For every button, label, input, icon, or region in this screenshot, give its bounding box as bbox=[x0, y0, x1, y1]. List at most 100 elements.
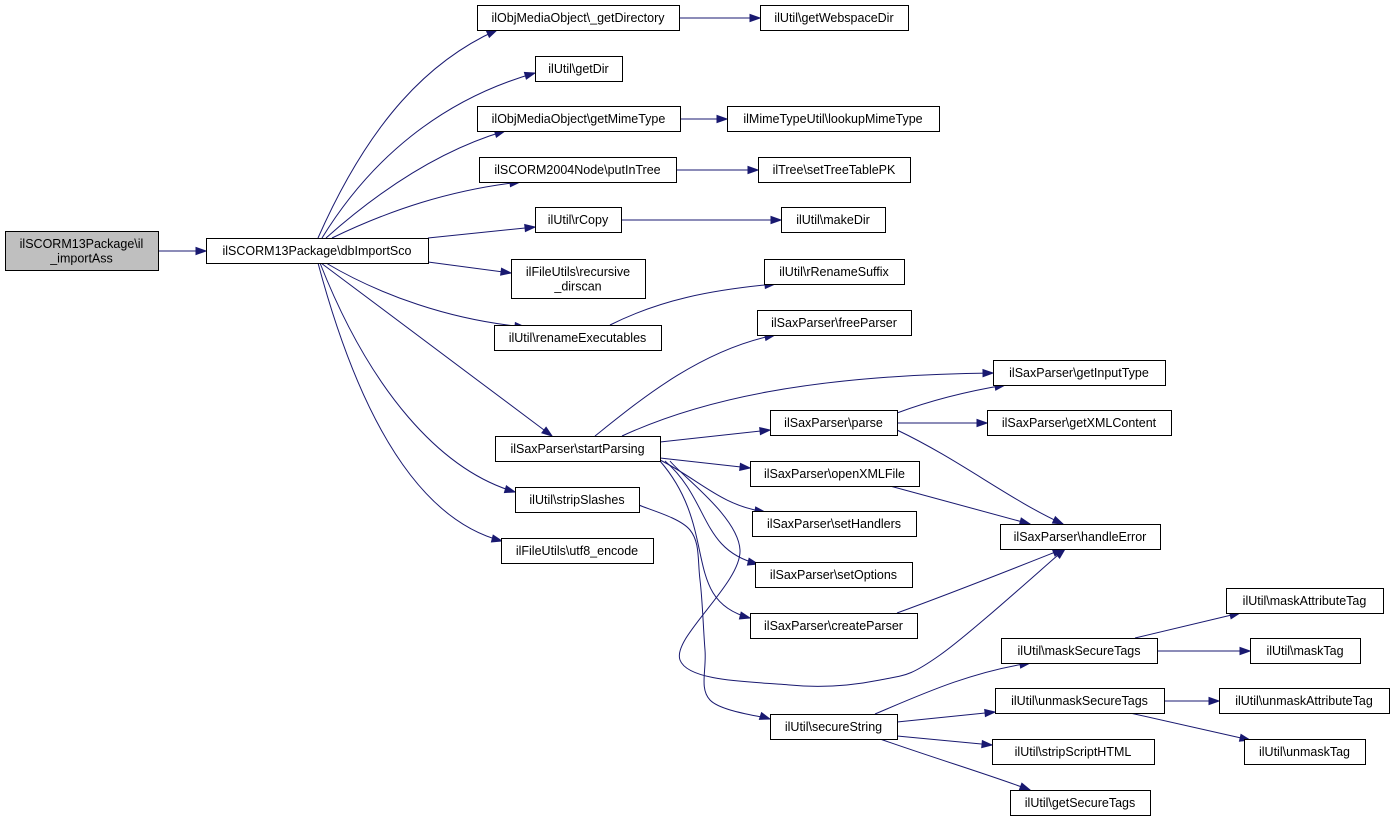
node-stripScriptHTML[interactable]: ilUtil\stripScriptHTML bbox=[992, 739, 1155, 765]
edge-line bbox=[609, 283, 776, 326]
node-rCopy[interactable]: ilUtil\rCopy bbox=[535, 207, 622, 233]
node-box bbox=[1244, 739, 1366, 765]
node-box bbox=[770, 410, 898, 436]
edge-line bbox=[427, 261, 512, 274]
node-label: ilUtil\renameExecutables bbox=[509, 331, 647, 345]
arrowhead bbox=[503, 485, 517, 494]
node-parse[interactable]: ilSaxParser\parse bbox=[770, 410, 898, 436]
node-unmaskSecureTags[interactable]: ilUtil\unmaskSecureTags bbox=[995, 688, 1165, 714]
edge-line bbox=[664, 460, 759, 565]
node-label: _importAss bbox=[49, 251, 113, 265]
edge-line bbox=[659, 457, 751, 469]
node-box bbox=[727, 106, 940, 132]
node-unmaskAttributeTag[interactable]: ilUtil\unmaskAttributeTag bbox=[1219, 688, 1390, 714]
node-box bbox=[1010, 790, 1151, 816]
node-getDirectory[interactable]: ilObjMediaObject\_getDirectory bbox=[477, 5, 680, 31]
edge-startParsing-to-createParser bbox=[659, 460, 752, 620]
node-renameExecutables[interactable]: ilUtil\renameExecutables bbox=[494, 325, 662, 351]
node-label: ilUtil\unmaskAttributeTag bbox=[1235, 694, 1373, 708]
node-setHandlers[interactable]: ilSaxParser\setHandlers bbox=[752, 511, 917, 537]
nodes-layer: ilSCORM13Package\il_importAss ilSCORM13Pa… bbox=[5, 5, 1390, 816]
arrowhead bbox=[541, 426, 554, 437]
node-box bbox=[750, 613, 918, 639]
node-recursive_dirscan[interactable]: ilFileUtils\recursive_dirscan bbox=[511, 259, 646, 299]
edge-line bbox=[325, 130, 506, 239]
edge-stripSlashes-to-secureString bbox=[638, 504, 772, 720]
node-label: ilSCORM2004Node\putInTree bbox=[494, 163, 660, 177]
node-secureString[interactable]: ilUtil\secureString bbox=[770, 714, 898, 740]
node-getMimeType[interactable]: ilObjMediaObject\getMimeType bbox=[477, 106, 681, 132]
node-getWebspaceDir[interactable]: ilUtil\getWebspaceDir bbox=[760, 5, 909, 31]
edge-dbImportSco-to-recursive_dirscan bbox=[427, 261, 513, 276]
arrowhead bbox=[1018, 517, 1032, 526]
node-label: ilSaxParser\createParser bbox=[764, 619, 903, 633]
edge-maskSecureTags-to-maskAttributeTag bbox=[1134, 611, 1242, 639]
node-label: ilSaxParser\handleError bbox=[1014, 530, 1147, 544]
edge-line bbox=[317, 262, 503, 542]
node-box bbox=[1250, 638, 1361, 664]
edge-startParsing-to-parse bbox=[659, 426, 772, 443]
node-getSecureTags[interactable]: ilUtil\getSecureTags bbox=[1010, 790, 1151, 816]
arrowhead bbox=[758, 711, 772, 720]
node-label: ilUtil\stripScriptHTML bbox=[1015, 745, 1132, 759]
edge-dbImportSco-to-getMimeType bbox=[325, 129, 507, 239]
node-startParsing[interactable]: ilSaxParser\startParsing bbox=[495, 436, 661, 462]
arrowhead bbox=[739, 462, 752, 472]
arrowhead bbox=[716, 114, 729, 124]
node-getXMLContent[interactable]: ilSaxParser\getXMLContent bbox=[987, 410, 1172, 436]
node-box bbox=[760, 5, 909, 31]
node-maskSecureTags[interactable]: ilUtil\maskSecureTags bbox=[1001, 638, 1158, 664]
node-dbImportSco[interactable]: ilSCORM13Package\dbImportSco bbox=[206, 238, 429, 264]
arrowhead bbox=[770, 215, 783, 225]
node-box bbox=[752, 511, 917, 537]
node-handleError[interactable]: ilSaxParser\handleError bbox=[1000, 524, 1161, 550]
node-label: ilSaxParser\getXMLContent bbox=[1002, 416, 1157, 430]
node-label: ilSCORM13Package\dbImportSco bbox=[223, 244, 412, 258]
node-box bbox=[1226, 588, 1384, 614]
node-rRenameSuffix[interactable]: ilUtil\rRenameSuffix bbox=[764, 259, 905, 285]
node-putInTree[interactable]: ilSCORM2004Node\putInTree bbox=[479, 157, 677, 183]
edge-line bbox=[659, 459, 766, 513]
edge-line bbox=[896, 429, 1064, 525]
arrowhead bbox=[1018, 782, 1032, 791]
node-unmaskTag[interactable]: ilUtil\unmaskTag bbox=[1244, 739, 1366, 765]
arrowhead bbox=[747, 165, 760, 175]
node-box bbox=[477, 106, 681, 132]
node-getDir[interactable]: ilUtil\getDir bbox=[535, 56, 623, 82]
edge-getDirectory-to-getWebspaceDir bbox=[679, 13, 762, 23]
node-utf8_encode[interactable]: ilFileUtils\utf8_encode bbox=[501, 538, 654, 564]
edge-dbImportSco-to-rCopy bbox=[427, 223, 537, 239]
node-createParser[interactable]: ilSaxParser\createParser bbox=[750, 613, 918, 639]
node-box bbox=[781, 207, 886, 233]
arrowhead bbox=[982, 368, 995, 378]
node-maskTag[interactable]: ilUtil\maskTag bbox=[1250, 638, 1361, 664]
edge-parse-to-getInputType bbox=[896, 382, 1007, 414]
node-openXMLFile[interactable]: ilSaxParser\openXMLFile bbox=[750, 461, 920, 487]
node-label: ilUtil\rCopy bbox=[548, 213, 609, 227]
node-makeDir[interactable]: ilUtil\makeDir bbox=[781, 207, 886, 233]
edge-secureString-to-stripScriptHTML bbox=[896, 735, 994, 749]
node-label: ilUtil\stripSlashes bbox=[529, 493, 624, 507]
node-box bbox=[757, 310, 912, 336]
edge-line bbox=[879, 738, 1031, 791]
node-box bbox=[535, 207, 622, 233]
node-getInputType[interactable]: ilSaxParser\getInputType bbox=[993, 360, 1166, 386]
edge-line bbox=[874, 662, 1031, 715]
edge-getMimeType-to-lookupMimeType bbox=[680, 114, 729, 124]
node-maskAttributeTag[interactable]: ilUtil\maskAttributeTag bbox=[1226, 588, 1384, 614]
node-box bbox=[515, 487, 640, 513]
node-lookupMimeType[interactable]: ilMimeTypeUtil\lookupMimeType bbox=[727, 106, 940, 132]
node-root[interactable]: ilSCORM13Package\il_importAss bbox=[5, 231, 159, 271]
arrowhead bbox=[981, 739, 994, 749]
arrowhead bbox=[984, 708, 997, 718]
edge-maskSecureTags-to-maskTag bbox=[1157, 646, 1252, 656]
arrowhead bbox=[1239, 646, 1252, 656]
arrowhead bbox=[738, 611, 752, 620]
node-freeParser[interactable]: ilSaxParser\freeParser bbox=[757, 310, 912, 336]
node-setTreeTablePK[interactable]: ilTree\setTreeTablePK bbox=[758, 157, 911, 183]
node-setOptions[interactable]: ilSaxParser\setOptions bbox=[755, 562, 913, 588]
node-stripSlashes[interactable]: ilUtil\stripSlashes bbox=[515, 487, 640, 513]
node-label: ilUtil\maskAttributeTag bbox=[1243, 594, 1367, 608]
edge-parse-to-handleError bbox=[896, 429, 1065, 525]
